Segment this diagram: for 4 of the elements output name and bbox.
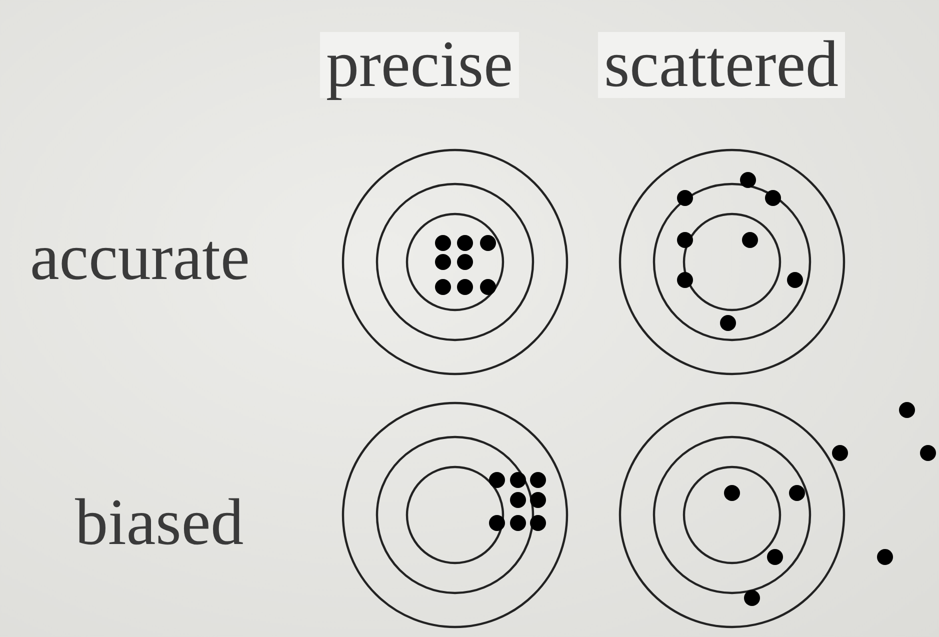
column-heading: precise — [320, 32, 519, 98]
column-heading: scattered — [598, 32, 845, 98]
row-heading: accurate — [30, 225, 250, 291]
row-heading: biased — [75, 490, 244, 556]
